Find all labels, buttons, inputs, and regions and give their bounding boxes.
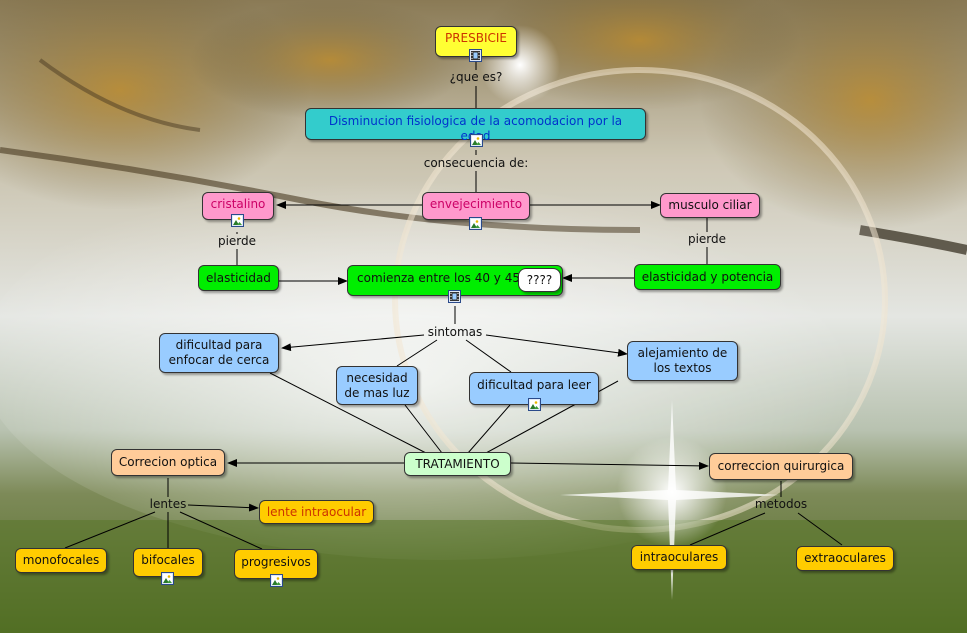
node-elasticidad[interactable]: elasticidad	[198, 265, 279, 291]
link-label-sintomas: sintomas	[427, 325, 483, 339]
node-progresivos-label: progresivos	[241, 555, 311, 569]
node-correccion-quirurgica-label: correccion quirurgica	[717, 459, 845, 473]
node-unknown[interactable]: ????	[518, 268, 561, 292]
link-label-pierde-right: pierde	[687, 232, 727, 246]
node-elasticidad-potencia-label: elasticidad y potencia	[641, 269, 774, 284]
node-necesidad-luz[interactable]: necesidad de mas luz	[336, 366, 418, 405]
node-presbicie-label: PRESBICIE	[444, 31, 508, 45]
link-label-metodos: metodos	[754, 497, 808, 511]
node-musculo-ciliar-label: musculo ciliar	[668, 198, 752, 212]
film-icon[interactable]	[469, 49, 482, 62]
node-unknown-label: ????	[526, 272, 553, 287]
image-icon[interactable]	[470, 134, 483, 147]
node-musculo-ciliar[interactable]: musculo ciliar	[660, 193, 760, 218]
node-intraoculares-label: intraoculares	[639, 550, 719, 564]
node-necesidad-luz-line2: de mas luz	[344, 385, 410, 400]
node-comienza-label: comienza entre los 40 y 45	[357, 271, 520, 285]
node-correccion-quirurgica[interactable]: correccion quirurgica	[709, 453, 853, 480]
node-necesidad-luz-line1: necesidad	[346, 370, 408, 385]
node-tratamiento-label: TRATAMIENTO	[415, 456, 500, 471]
image-icon[interactable]	[161, 572, 174, 585]
node-alejamiento-line2: los textos	[653, 361, 712, 375]
node-monofocales-label: monofocales	[22, 553, 100, 567]
node-intraoculares[interactable]: intraoculares	[631, 545, 727, 570]
node-extraoculares[interactable]: extraoculares	[796, 546, 894, 571]
node-alejamiento[interactable]: alejamiento de los textos	[627, 341, 738, 381]
node-tratamiento[interactable]: TRATAMIENTO	[404, 452, 511, 476]
node-dificultad-leer-label: dificultad para leer	[477, 378, 591, 392]
node-extraoculares-label: extraoculares	[804, 551, 886, 565]
link-label-lentes: lentes	[149, 497, 187, 511]
image-icon[interactable]	[528, 398, 541, 411]
node-bifocales-label: bifocales	[141, 553, 195, 567]
node-envejecimiento[interactable]: envejecimiento	[422, 192, 530, 220]
link-label-consecuencia: consecuencia de:	[423, 156, 529, 170]
node-dificultad-enfocar-line2: enfocar de cerca	[168, 353, 270, 367]
node-dificultad-enfocar[interactable]: dificultad para enfocar de cerca	[159, 333, 279, 373]
image-icon[interactable]	[270, 574, 283, 587]
link-label-pierde-left: pierde	[217, 234, 257, 248]
node-alejamiento-line1: alejamiento de	[637, 346, 728, 360]
node-lente-intraocular-label: lente intraocular	[266, 504, 367, 519]
image-icon[interactable]	[469, 217, 482, 230]
node-envejecimiento-label: envejecimiento	[429, 197, 523, 211]
node-lente-intraocular[interactable]: lente intraocular	[259, 500, 374, 524]
node-dificultad-enfocar-line1: dificultad para	[175, 338, 263, 352]
node-elasticidad-label: elasticidad	[206, 270, 271, 285]
node-cristalino-label: cristalino	[210, 197, 266, 211]
node-monofocales[interactable]: monofocales	[15, 548, 107, 573]
film-icon[interactable]	[448, 290, 461, 303]
image-icon[interactable]	[231, 214, 244, 227]
node-correcion-optica-label: Correcion optica	[118, 455, 218, 469]
link-label-que-es: ¿que es?	[449, 70, 503, 84]
node-elasticidad-potencia[interactable]: elasticidad y potencia	[634, 264, 781, 290]
node-correcion-optica[interactable]: Correcion optica	[111, 449, 225, 476]
